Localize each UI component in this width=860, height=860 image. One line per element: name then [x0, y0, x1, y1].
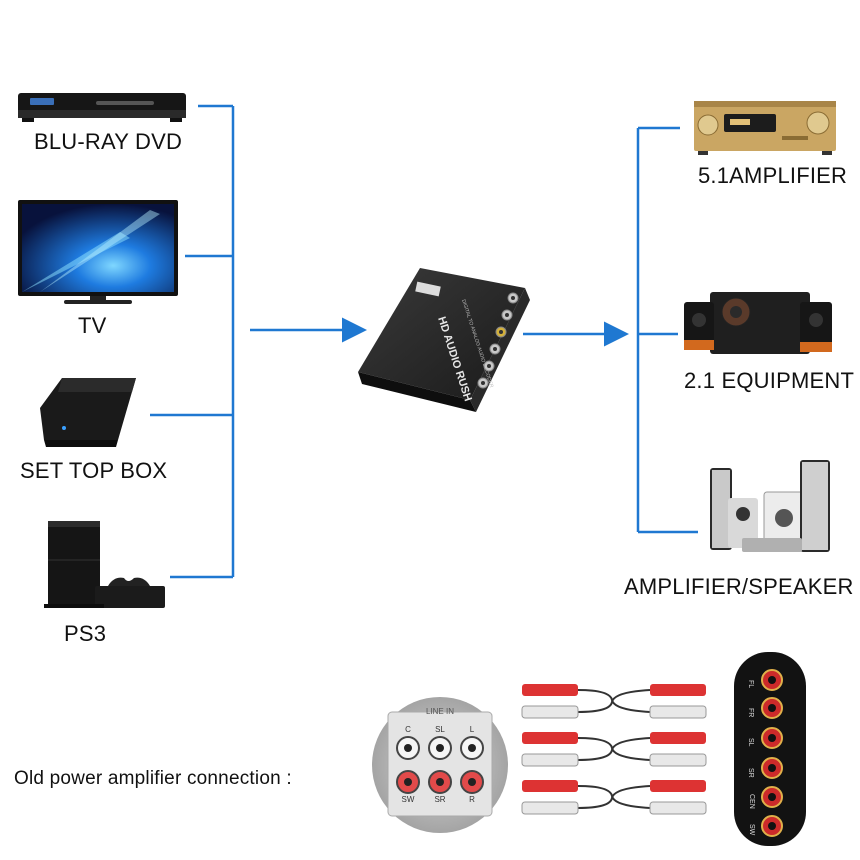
panel-header-text: LINE IN [426, 707, 454, 716]
bar-label-sw: SW [748, 824, 755, 836]
panel-label-l: L [470, 725, 475, 734]
panel-label-sr: SR [434, 795, 445, 804]
panel-label-sw: SW [402, 795, 415, 804]
bar-label-sr: SR [747, 768, 754, 778]
bar-label-fr: FR [747, 708, 754, 717]
label-bluray: BLU-RAY DVD [34, 129, 183, 154]
label-ps3: PS3 [64, 621, 107, 646]
decoder-rca-jacks [477, 292, 519, 389]
label-amp51: 5.1AMPLIFIER [698, 163, 848, 188]
panel-label-sl: SL [435, 725, 445, 734]
bottom-caption: Old power amplifier connection : [14, 768, 292, 789]
label-settop: SET TOP BOX [20, 458, 168, 483]
bar-label-sl: SL [747, 738, 754, 747]
label-ampspk: AMPLIFIER/SPEAKER [624, 574, 854, 599]
label-eq21: 2.1 EQUIPMENT [684, 368, 855, 393]
panel-label-r: R [469, 795, 475, 804]
panel-label-c: C [405, 725, 411, 734]
label-tv: TV [78, 313, 107, 338]
bar-label-fl: FL [747, 680, 754, 688]
bar-label-cen: CEN [748, 794, 755, 809]
